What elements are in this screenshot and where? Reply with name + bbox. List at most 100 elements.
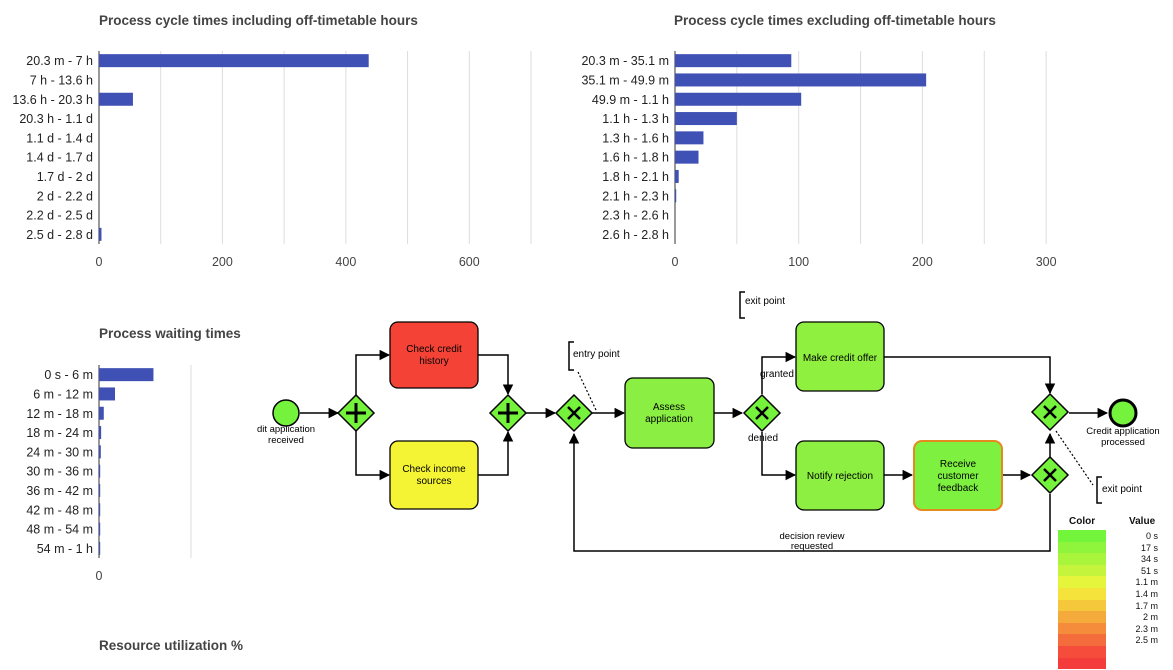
waiting-bar[interactable]: [99, 426, 102, 440]
legend-value: 2.3 m: [1135, 623, 1158, 634]
legend-value: 1.4 m: [1135, 589, 1158, 599]
xor-review-gateway[interactable]: [1030, 455, 1070, 495]
flow-granted[interactable]: [761, 351, 797, 394]
denied-label: denied: [748, 433, 778, 444]
waiting-category-label: 6 m - 12 m: [33, 387, 93, 401]
cycle-excl-category-label: 49.9 m - 1.1 h: [592, 93, 669, 107]
cycle-incl-bar[interactable]: [99, 54, 369, 68]
cycle-excl-tick-label: 200: [912, 255, 933, 269]
xor-end-gateway[interactable]: [1030, 392, 1070, 432]
task-check-credit-history[interactable]: [389, 321, 479, 389]
legend-row: 1.1 m: [1058, 576, 1170, 588]
legend-row: 2 m: [1058, 611, 1170, 623]
legend-swatch: [1058, 634, 1106, 646]
chart-title-waiting: Process waiting times: [99, 326, 241, 341]
cycle-incl-category-label: 20.3 m - 7 h: [26, 54, 93, 68]
cycle-excl-bar[interactable]: [675, 189, 677, 203]
waiting-category-label: 0 s - 6 m: [44, 368, 93, 382]
cycle-excl-bar[interactable]: [675, 112, 737, 126]
cycle-excl-tick-label: 0: [672, 255, 679, 269]
entry-point-bracket: [568, 341, 574, 371]
chart-title-cycle-excluding: Process cycle times excluding off-timeta…: [674, 13, 996, 28]
waiting-times-chart: 0 s - 6 m6 m - 12 m12 m - 18 m18 m - 24 …: [26, 365, 192, 583]
cycle-incl-bar[interactable]: [99, 92, 133, 106]
exit-point-right-label: exit point: [1102, 484, 1142, 495]
legend-value: 17 s: [1140, 542, 1158, 553]
legend-value: 2.5 m: [1135, 635, 1158, 646]
cycle-excl-bar[interactable]: [675, 92, 802, 106]
task-make-credit-offer[interactable]: [795, 321, 885, 392]
waiting-bar[interactable]: [99, 541, 101, 555]
legend-value: 0 s: [1145, 531, 1158, 541]
xor-decision-gateway[interactable]: [742, 393, 782, 433]
waiting-bar[interactable]: [99, 445, 101, 459]
waiting-bar[interactable]: [99, 483, 101, 497]
legend-row: 0 s: [1058, 530, 1170, 542]
cycle-excl-bar[interactable]: [675, 169, 679, 183]
granted-label: granted: [760, 369, 794, 380]
cycle-incl-bar[interactable]: [99, 227, 102, 241]
waiting-bar[interactable]: [99, 368, 154, 382]
waiting-category-label: 54 m - 1 h: [37, 542, 93, 556]
end-event[interactable]: [1108, 398, 1138, 428]
legend-swatch: [1058, 657, 1106, 670]
legend-swatch: [1058, 611, 1106, 623]
waiting-bar[interactable]: [99, 406, 104, 420]
waiting-category-label: 36 m - 42 m: [26, 484, 93, 498]
chart-title-resource-utilization: Resource utilization %: [99, 638, 244, 653]
cycle-incl-category-label: 13.6 h - 20.3 h: [12, 93, 93, 107]
start-event[interactable]: [272, 399, 300, 427]
task-check-income-sources[interactable]: [389, 440, 479, 510]
cycle-excl-category-label: 1.6 h - 1.8 h: [602, 151, 669, 165]
legend-value-header: Value: [1129, 516, 1156, 527]
legend-value: 1.7 m: [1135, 600, 1158, 611]
cycle-excl-bar[interactable]: [675, 54, 792, 68]
legend-swatch: [1058, 588, 1106, 600]
flow-split-to-credit[interactable]: [355, 349, 391, 395]
flow-offer-to-end-gateway[interactable]: [884, 356, 1056, 395]
cycle-excl-category-label: 1.3 h - 1.6 h: [602, 131, 669, 145]
cycle-excl-bar[interactable]: [675, 131, 704, 145]
cycle-times-including-chart: 20.3 m - 7 h7 h - 13.6 h13.6 h - 20.3 h2…: [12, 51, 532, 269]
legend-swatch: [1058, 553, 1106, 565]
cycle-excl-category-label: 35.1 m - 49.9 m: [581, 73, 669, 87]
legend-row: 2.3 m: [1058, 622, 1170, 635]
waiting-bar[interactable]: [99, 464, 101, 478]
legend-row: [1058, 646, 1170, 658]
flow-income-to-join[interactable]: [478, 430, 514, 476]
task-receive-customer-feedback[interactable]: [913, 440, 1003, 511]
exit-point-top-bracket: [739, 291, 745, 319]
task-assess-application[interactable]: [624, 377, 715, 449]
cycle-times-excluding-chart: 20.3 m - 35.1 m35.1 m - 49.9 m49.9 m - 1…: [581, 51, 1057, 269]
legend-swatch: [1058, 646, 1106, 658]
flow-denied[interactable]: [761, 432, 797, 481]
waiting-category-label: 18 m - 24 m: [26, 426, 93, 440]
legend-value: 2 m: [1142, 612, 1158, 623]
cycle-incl-category-label: 1.4 d - 1.7 d: [26, 151, 93, 165]
task-make-credit-offer-label: Make credit offer: [803, 353, 878, 364]
parallel-split-gateway[interactable]: [336, 393, 376, 433]
cycle-incl-category-label: 2 d - 2.2 d: [37, 189, 93, 203]
parallel-join-gateway[interactable]: [488, 393, 528, 433]
cycle-excl-bar[interactable]: [675, 73, 927, 87]
xor-merge-gateway[interactable]: [554, 393, 594, 433]
legend-value: 51 s: [1140, 565, 1158, 576]
waiting-bar[interactable]: [99, 522, 101, 536]
cycle-incl-category-label: 2.2 d - 2.5 d: [26, 209, 93, 223]
exit-point-right-bracket: [1096, 476, 1102, 504]
cycle-excl-category-label: 2.3 h - 2.6 h: [602, 209, 669, 223]
task-notify-rejection[interactable]: [795, 440, 885, 511]
flow-split-to-income[interactable]: [355, 431, 391, 481]
legend-swatch: [1058, 622, 1106, 635]
flow-credit-to-join[interactable]: [478, 354, 514, 396]
cycle-excl-category-label: 1.8 h - 2.1 h: [602, 170, 669, 184]
waiting-bar[interactable]: [99, 503, 101, 517]
exit-point-connector: [1055, 430, 1094, 486]
flow-review-loop[interactable]: [568, 432, 1051, 552]
waiting-bar[interactable]: [99, 387, 116, 401]
cycle-excl-bar[interactable]: [675, 150, 699, 164]
